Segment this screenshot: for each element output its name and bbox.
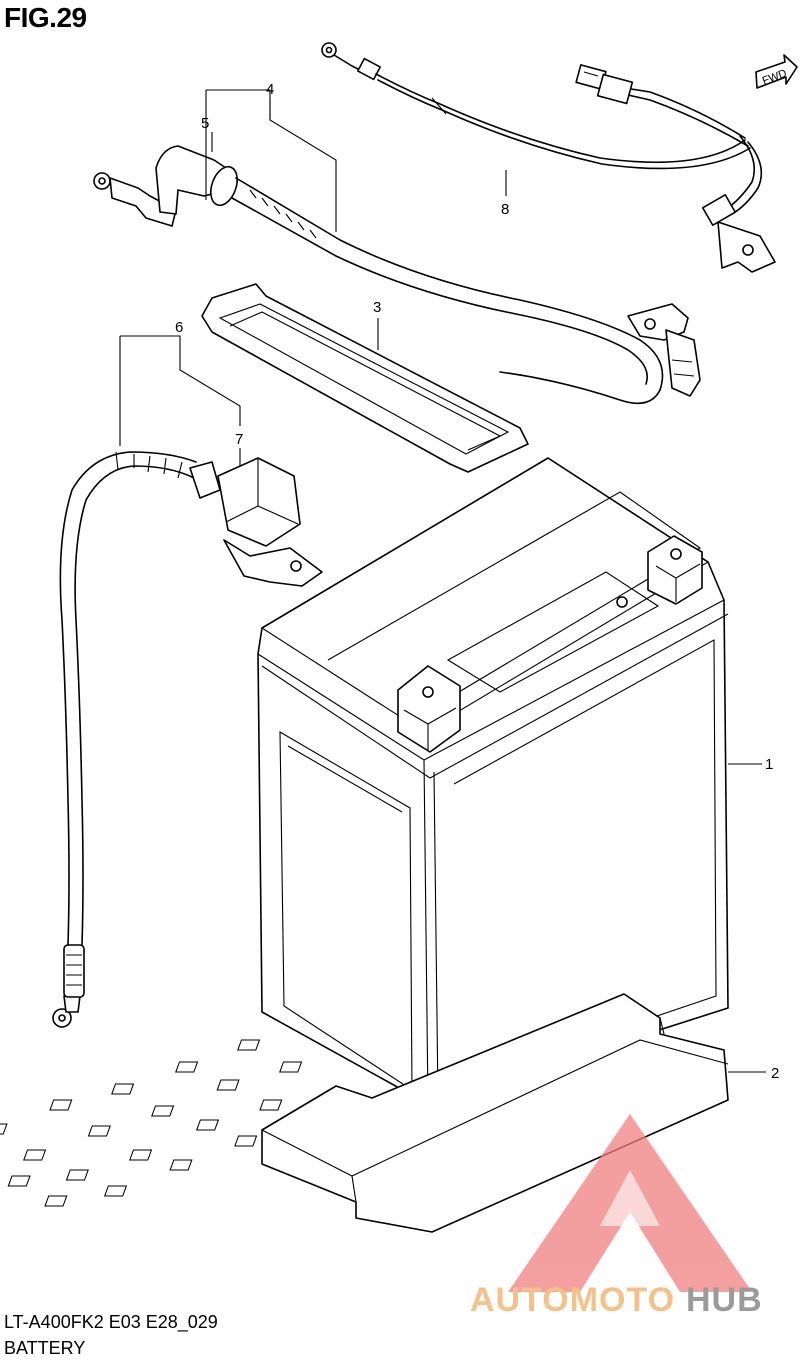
callout-7: 7	[235, 431, 243, 448]
callout-numbers: 1 2 3 4 5 6 7 8	[175, 81, 779, 1082]
callout-8: 8	[501, 201, 509, 218]
watermark-text-part1: AUTOMOTO	[470, 1281, 675, 1319]
watermark-text: AUTOMOTO HUB	[470, 1281, 763, 1319]
watermark-text-part2: HUB	[686, 1281, 763, 1319]
callout-3: 3	[373, 299, 381, 316]
callout-4: 4	[266, 81, 274, 98]
part-6-cable	[52, 451, 323, 1028]
part-2-tray	[0, 993, 729, 1233]
part-3-strap	[201, 283, 529, 473]
figure-title: FIG.29	[4, 2, 87, 33]
watermark-logo-icon	[508, 1114, 752, 1292]
leader-lines	[119, 89, 766, 1073]
footer-figure-code: LT-A400FK2 E03 E28_029	[4, 1312, 218, 1332]
callout-6: 6	[175, 319, 183, 336]
part-4-cable	[93, 145, 701, 405]
callout-1: 1	[765, 756, 773, 773]
callout-2: 2	[771, 1065, 779, 1082]
watermark-triangle	[508, 1114, 752, 1292]
tray-slots	[0, 1039, 303, 1207]
part-1-battery	[257, 457, 729, 1105]
callout-5: 5	[201, 115, 209, 132]
footer-figure-name: BATTERY	[4, 1338, 86, 1358]
fwd-arrow-icon: FWD	[755, 54, 798, 89]
part-8-harness	[321, 42, 776, 273]
